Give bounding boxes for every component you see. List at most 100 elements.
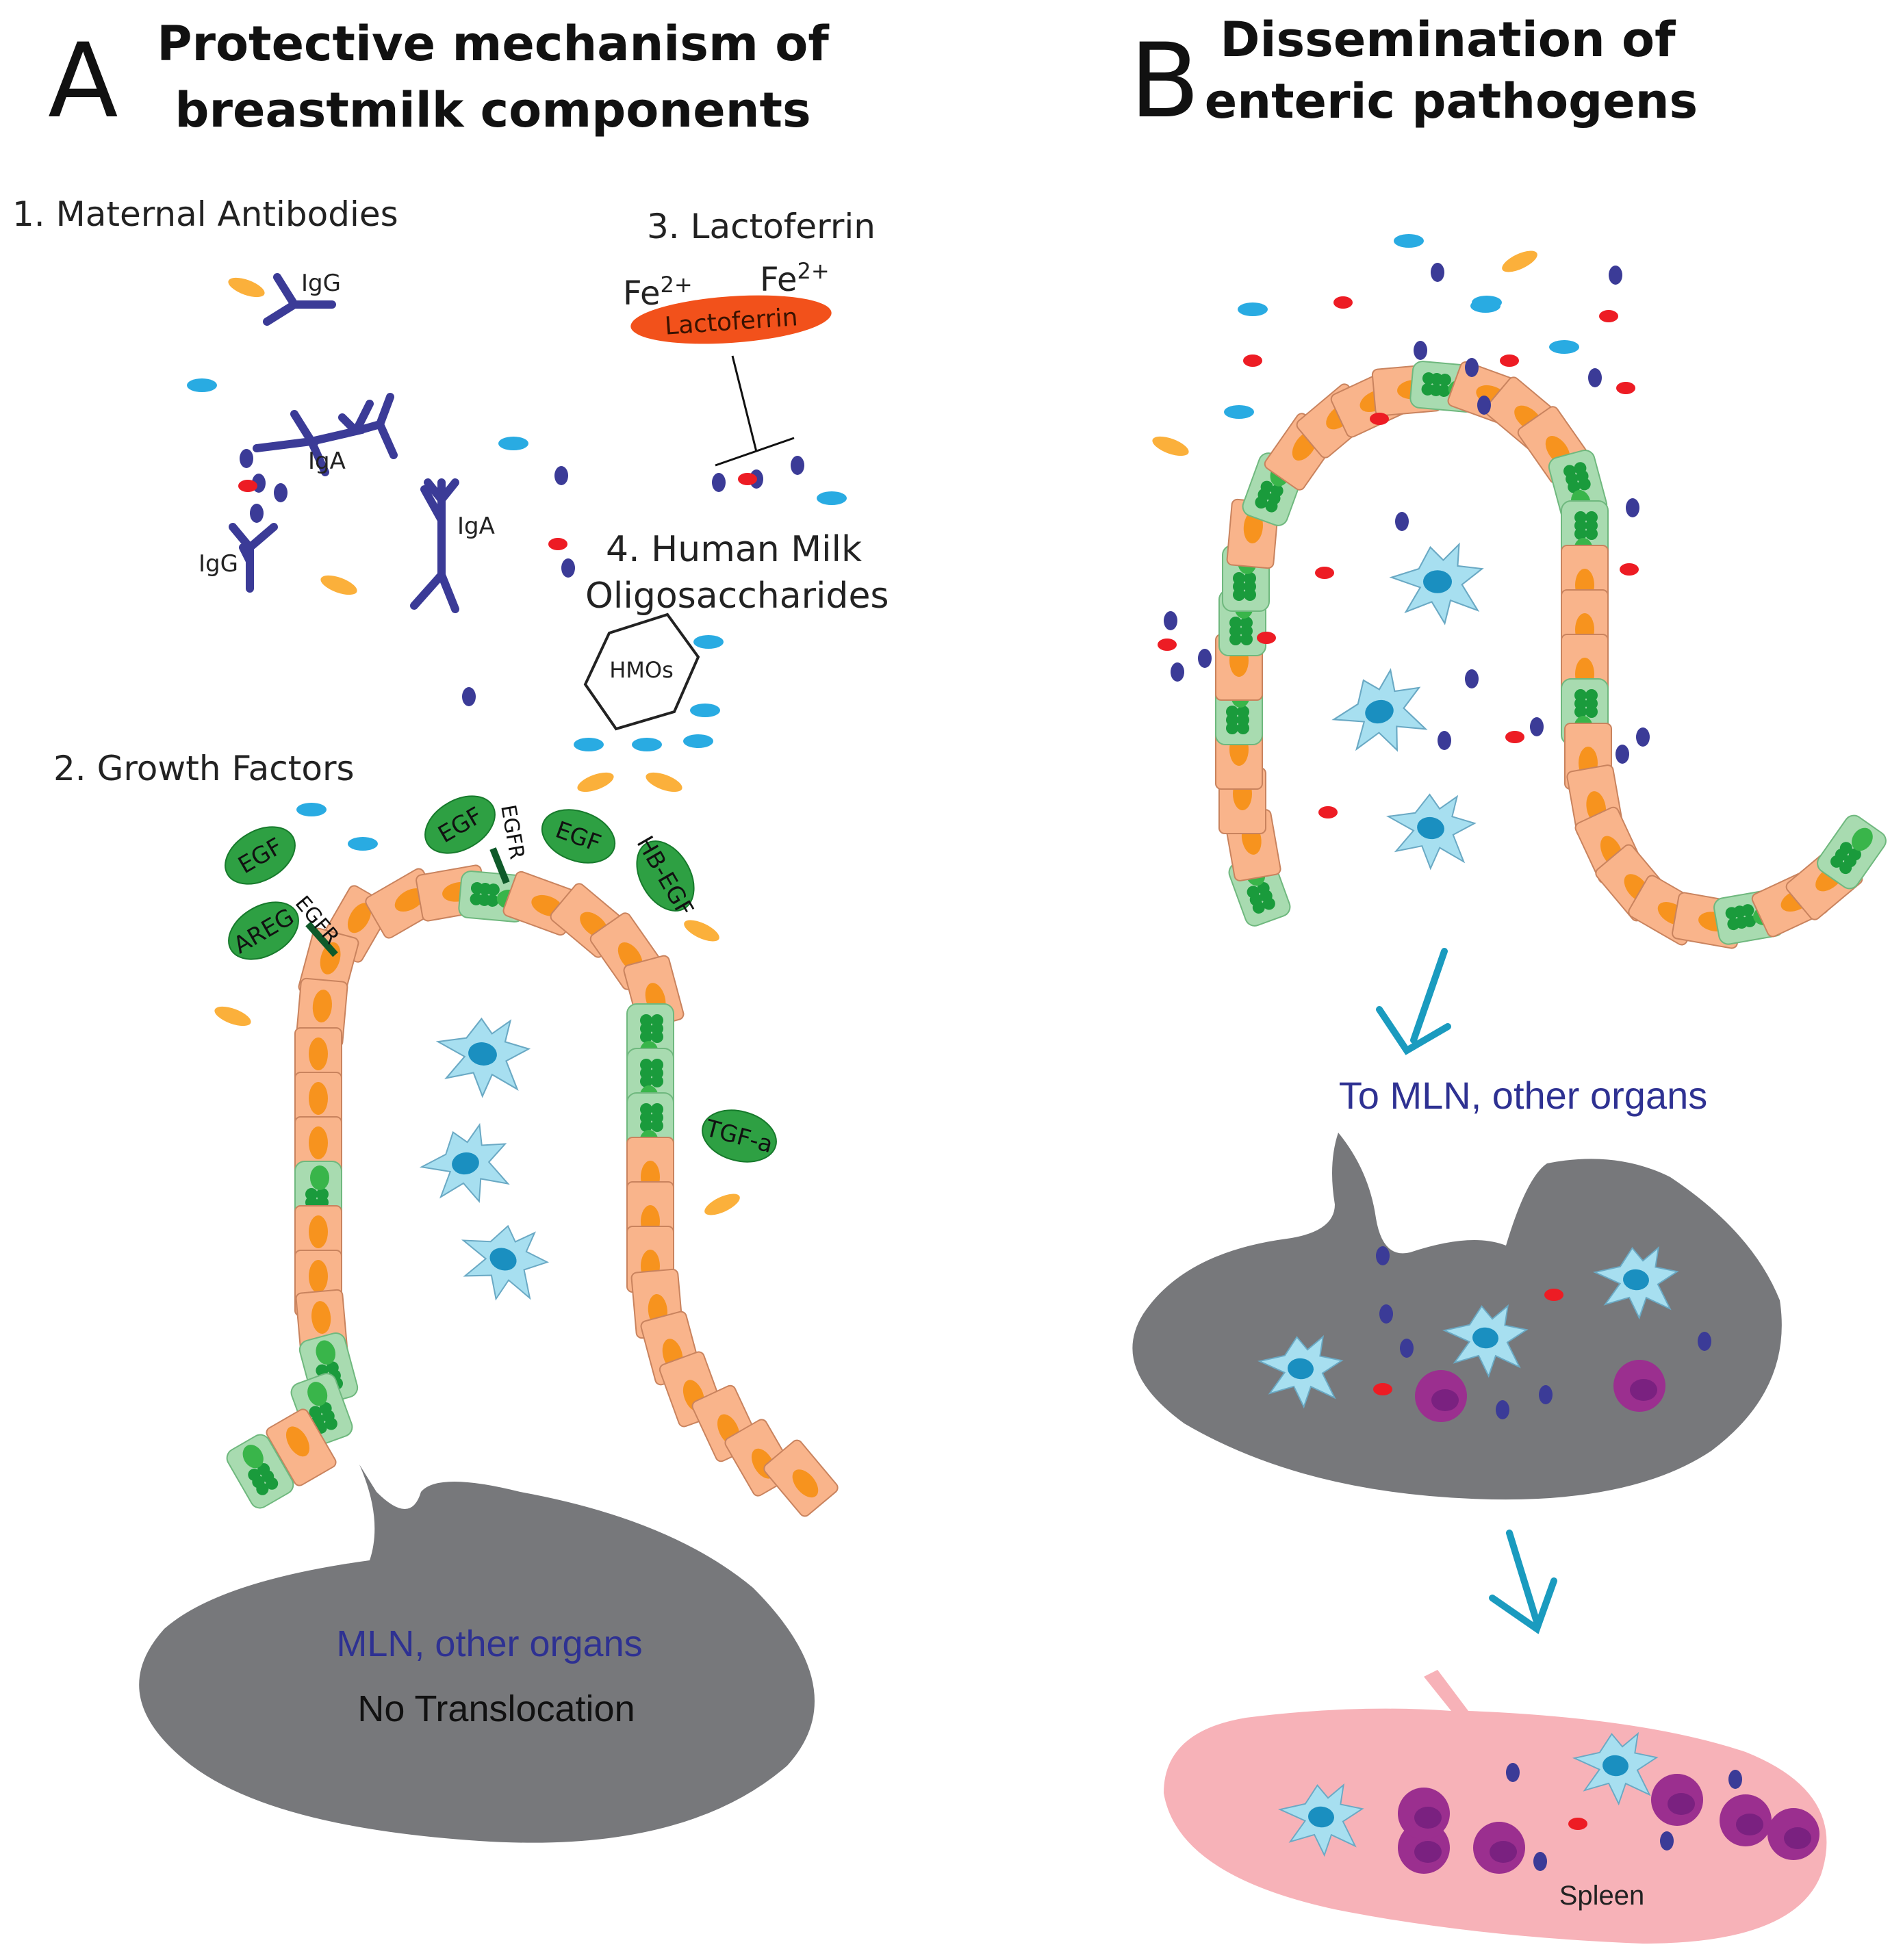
- cell-nucleus: [309, 1126, 328, 1159]
- dendritic-cells-a: [415, 1008, 557, 1312]
- mln-organ-a: [139, 1465, 815, 1843]
- villus-b: [1215, 361, 1887, 949]
- bacteria-cyan: [1549, 340, 1579, 354]
- bacteria-cyan: [1472, 296, 1502, 309]
- mucus-granule: [1257, 881, 1270, 894]
- growth-factor: TGF-a: [702, 1109, 777, 1163]
- plasma-cell-nucleus: [1490, 1841, 1517, 1863]
- microbes-a: [187, 277, 847, 1215]
- pathogen-navy: [1465, 669, 1479, 688]
- dendritic-cell: [1324, 663, 1434, 765]
- pathogen-red: [1158, 639, 1177, 651]
- growth-factor-body: [228, 901, 299, 960]
- growth-factor: EGF: [225, 826, 296, 885]
- panel-a-title-line1: Protective mechanism of: [157, 16, 830, 72]
- bacteria-orange: [228, 277, 265, 298]
- mucus-granule: [1260, 480, 1273, 493]
- pathogen-navy: [1616, 745, 1629, 764]
- mucus-granule: [1237, 706, 1249, 718]
- mucus-granule: [1568, 480, 1581, 493]
- pathogen-red: [1620, 563, 1639, 576]
- villus-a: [226, 864, 839, 1517]
- pathogen-navy: [1609, 266, 1622, 285]
- plasma-cell-nucleus: [1414, 1807, 1442, 1829]
- panel-b-title-line1: Dissemination of: [1220, 12, 1676, 68]
- mucus-granule: [640, 1120, 652, 1132]
- lactoferrin-protein: [630, 295, 832, 344]
- mucus-granule: [1438, 384, 1451, 397]
- mucus-granule: [640, 1031, 652, 1043]
- dendritic-cell: [1570, 1727, 1659, 1807]
- section-hmo-line1: 4. Human Milk: [606, 529, 862, 570]
- goblet-nucleus: [316, 1340, 336, 1365]
- mucus-granule: [326, 1361, 339, 1374]
- igg-antibody-top: [263, 273, 336, 326]
- cell-nucleus: [311, 1301, 331, 1334]
- mucus-granule: [1744, 914, 1757, 927]
- bacteria-cyan: [683, 734, 713, 748]
- iga-antibody-right: [410, 478, 459, 613]
- bacteria-cyan: [296, 803, 327, 816]
- mucus-granule: [1839, 842, 1852, 855]
- dendritic-cell: [448, 1210, 557, 1312]
- mucus-granule: [1578, 478, 1591, 491]
- mucus-granule: [319, 1402, 332, 1415]
- dendritic-cell: [429, 1008, 534, 1104]
- to-mln-label: To MLN, other organs: [1339, 1074, 1707, 1117]
- mucus-granule: [651, 1075, 663, 1087]
- egfr-receptor: [305, 921, 338, 957]
- arrow-to-mln: [1376, 948, 1451, 1055]
- mln-organ-b: [1132, 1133, 1782, 1500]
- bacteria-orange: [214, 1006, 251, 1027]
- growth-factor: EGF: [541, 809, 616, 864]
- growth-factor-body: [702, 1109, 777, 1163]
- dendritic-cell: [1590, 1241, 1680, 1321]
- mucus-granule: [316, 1188, 329, 1200]
- pathogen-navy: [561, 558, 575, 578]
- epithelial-cell: [266, 1408, 337, 1486]
- pathogen-navy: [462, 687, 476, 706]
- dendritic-cell-nucleus: [1288, 1358, 1314, 1380]
- dendritic-cell-nucleus: [1365, 699, 1394, 724]
- pathogen-red: [738, 473, 757, 485]
- growth-factor-body: [424, 795, 496, 854]
- pathogen-navy: [1198, 649, 1212, 668]
- mucus-granule: [257, 1463, 270, 1475]
- pathogen-navy: [1539, 1385, 1553, 1404]
- mucus-granule: [1848, 848, 1861, 861]
- pathogen-red: [548, 538, 567, 550]
- pathogen-red: [1500, 354, 1519, 367]
- pathogen-navy: [1438, 731, 1451, 750]
- dendritic-cell: [1390, 543, 1483, 624]
- pathogen-navy: [1636, 727, 1650, 747]
- pathogen-red: [1315, 567, 1334, 579]
- bacteria-orange: [704, 1194, 740, 1215]
- bacteria-orange: [1502, 250, 1537, 272]
- no-translocation-label: No Translocation: [357, 1688, 635, 1729]
- pathogen-red: [1505, 731, 1524, 743]
- growth-factor-body: [636, 840, 695, 912]
- plasma-cell-nucleus: [1736, 1814, 1763, 1835]
- spleen: [1164, 1670, 1827, 1944]
- section-hmo-line2: Oligosaccharides: [585, 576, 889, 617]
- bacteria-cyan: [1394, 234, 1424, 248]
- pathogen-navy: [1400, 1339, 1414, 1358]
- igg-antibody-left: [229, 523, 278, 593]
- dendritic-cell-nucleus: [1423, 570, 1452, 593]
- mucus-granule: [1233, 572, 1245, 584]
- mucus-granule: [651, 1031, 663, 1043]
- pathogen-red: [1318, 806, 1338, 818]
- pathogen-red: [1568, 1818, 1587, 1830]
- mucus-granule: [1240, 617, 1253, 629]
- mucus-granule: [1229, 617, 1242, 629]
- mucus-granule: [640, 1075, 652, 1087]
- panel-a-title-line2: breastmilk components: [175, 82, 810, 138]
- pathogen-navy: [240, 449, 253, 468]
- pathogen-red: [1599, 310, 1618, 322]
- pathogen-navy: [1660, 1831, 1674, 1851]
- dendritic-cell-nucleus: [489, 1248, 517, 1271]
- mucus-granule: [248, 1469, 261, 1481]
- pathogen-navy: [1530, 717, 1544, 736]
- panel-b: B Dissemination of enteric pathogens To …: [1129, 12, 1887, 1944]
- growth-factor: EGF: [424, 795, 496, 854]
